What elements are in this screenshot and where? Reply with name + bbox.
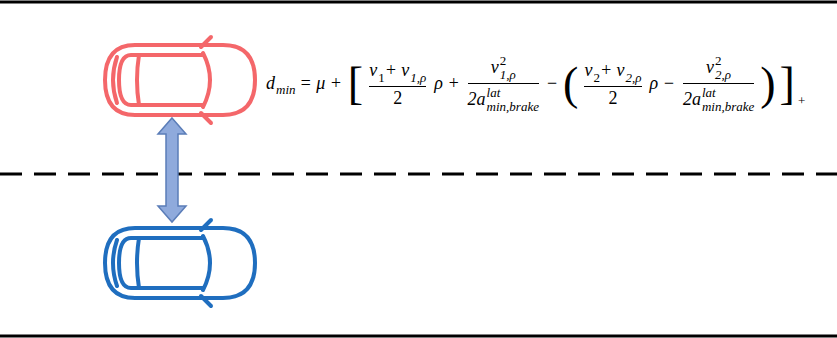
formula-text: −: [547, 74, 557, 94]
fraction-bar: [369, 86, 426, 87]
formula-text: 1: [378, 71, 385, 85]
formula-text: +: [798, 94, 805, 108]
formula-text: 2: [593, 71, 600, 85]
formula-text: v: [369, 61, 377, 81]
formula-group: v2+ v2,ρ: [584, 59, 641, 85]
road-edge: [0, 335, 837, 338]
fraction-bar: [468, 83, 539, 84]
script-stack: 22,ρ: [715, 54, 731, 81]
formula-group: 2alatmin,brake: [468, 86, 539, 113]
script-stack: 2,ρ: [626, 71, 642, 85]
script-stack: +: [798, 94, 805, 108]
formula-text: v: [706, 58, 714, 78]
fraction: v2+ v2,ρ2: [584, 59, 641, 109]
fraction: v1+ v1,ρ 2: [369, 59, 426, 109]
formula-text: v: [491, 58, 499, 78]
distance-arrow: [158, 118, 186, 222]
formula-group: v21,ρ: [491, 54, 516, 81]
formula-text: + v: [600, 61, 625, 81]
formula-text: (: [563, 61, 578, 107]
script-stack: 1: [378, 71, 385, 85]
formula-text: ρ +: [434, 74, 459, 94]
formula-group: 2alatmin,brake: [683, 86, 754, 113]
formula-text: lat: [487, 86, 501, 100]
formula-text: 1,ρ: [410, 71, 426, 85]
formula: dmin= μ +[v1+ v1,ρ2ρ +v21,ρ2alatmin,brak…: [262, 52, 809, 116]
script-stack: min: [276, 83, 296, 97]
blue-car: [105, 220, 255, 306]
script-stack: latmin,brake: [487, 86, 539, 113]
formula-text: 2a: [468, 90, 486, 110]
formula-text: ρ −: [650, 74, 675, 94]
formula-group: 2alatmin,brake: [683, 86, 754, 113]
formula-group: dmin: [266, 71, 296, 97]
formula-text: v: [584, 61, 592, 81]
formula-text: [: [348, 61, 363, 107]
formula-group: v22,ρ: [706, 54, 731, 81]
formula-text: + v: [385, 61, 410, 81]
formula-text: lat: [702, 86, 716, 100]
formula-text: min,brake: [702, 100, 754, 114]
script-stack: 1,ρ: [410, 71, 426, 85]
fraction: v21,ρ2alatmin,brake: [468, 54, 539, 114]
script-stack: latmin,brake: [702, 86, 754, 113]
formula-group: v22,ρ: [706, 54, 731, 81]
formula-group: v1: [369, 59, 385, 85]
formula-text: 2: [500, 54, 507, 68]
script-stack: 21,ρ: [500, 54, 516, 81]
formula-text: 1,ρ: [500, 68, 516, 82]
fraction-bar: [683, 83, 754, 84]
formula-text: 2: [609, 89, 618, 109]
formula-text: 2: [393, 89, 402, 109]
fraction: v22,ρ2alatmin,brake: [683, 54, 754, 114]
formula-text: 2,ρ: [626, 71, 642, 85]
formula-text: min: [276, 83, 296, 97]
formula-text: = μ +: [300, 74, 342, 94]
formula-text: ]: [780, 61, 795, 107]
formula-text: 2,ρ: [715, 68, 731, 82]
formula-text: min,brake: [487, 100, 539, 114]
fraction-bar: [584, 86, 641, 87]
road-edge: [0, 1, 837, 4]
script-stack: 2: [593, 71, 600, 85]
formula-text: 2a: [683, 90, 701, 110]
formula-text: 2: [715, 54, 722, 68]
formula-group: 2: [609, 89, 618, 109]
red-car: [105, 37, 255, 123]
formula-group: v21,ρ: [491, 54, 516, 81]
formula-group: 2alatmin,brake: [468, 86, 539, 113]
formula-text: d: [266, 74, 275, 94]
formula-group: 2: [393, 89, 402, 109]
formula-group: v1+ v1,ρ: [369, 59, 426, 85]
formula-group: v2: [584, 59, 600, 85]
lane-divider: [0, 173, 837, 176]
formula-text: ): [760, 61, 775, 107]
